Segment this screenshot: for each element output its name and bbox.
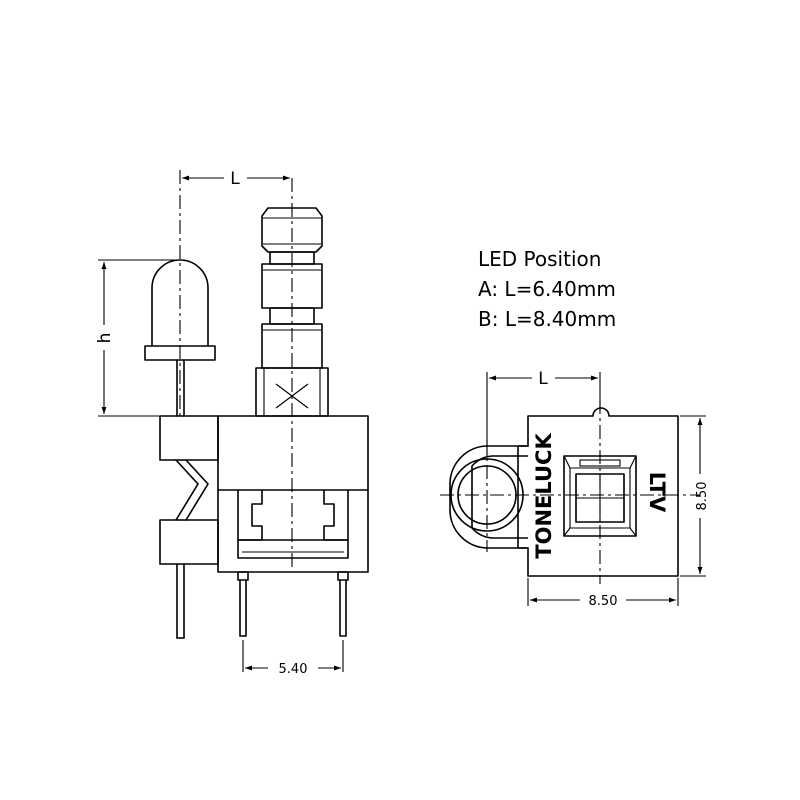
dim-body-width-label: 8.50 <box>589 594 618 609</box>
switch-housing <box>217 415 369 573</box>
led-position-option-b: B: L=8.40mm <box>478 307 616 331</box>
top-housing-outline <box>517 407 679 577</box>
led-tab-inner <box>471 455 528 539</box>
dim-led-offset-side: L <box>182 169 290 189</box>
dim-led-offset-side-label: L <box>230 169 240 189</box>
dim-led-height-label: h <box>95 333 115 344</box>
dim-body-width: 8.50 <box>527 578 679 609</box>
dim-pin-spacing: 5.40 <box>242 640 344 677</box>
led-position-option-a: A: L=6.40mm <box>478 277 616 301</box>
dim-led-offset-top-label: L <box>538 369 548 389</box>
dim-led-offset-top: L <box>486 369 601 456</box>
led-position-note: LED Position A: L=6.40mm B: L=8.40mm <box>478 247 616 331</box>
top-view: TONELUCK LTV L 8.50 8.50 <box>440 369 710 609</box>
switch-pins <box>237 571 349 637</box>
dim-pin-spacing-label: 5.40 <box>279 662 308 677</box>
led-holder <box>159 415 219 639</box>
brand-marking: TONELUCK <box>532 433 556 559</box>
led-position-title: LED Position <box>478 247 601 271</box>
dim-led-height: h <box>95 259 228 417</box>
led-tab-outline <box>449 445 529 549</box>
model-marking: LTV <box>645 472 669 513</box>
side-view: L h 5.40 <box>95 169 369 677</box>
dim-body-height: 8.50 <box>680 415 710 577</box>
dim-body-height-label: 8.50 <box>695 482 710 511</box>
